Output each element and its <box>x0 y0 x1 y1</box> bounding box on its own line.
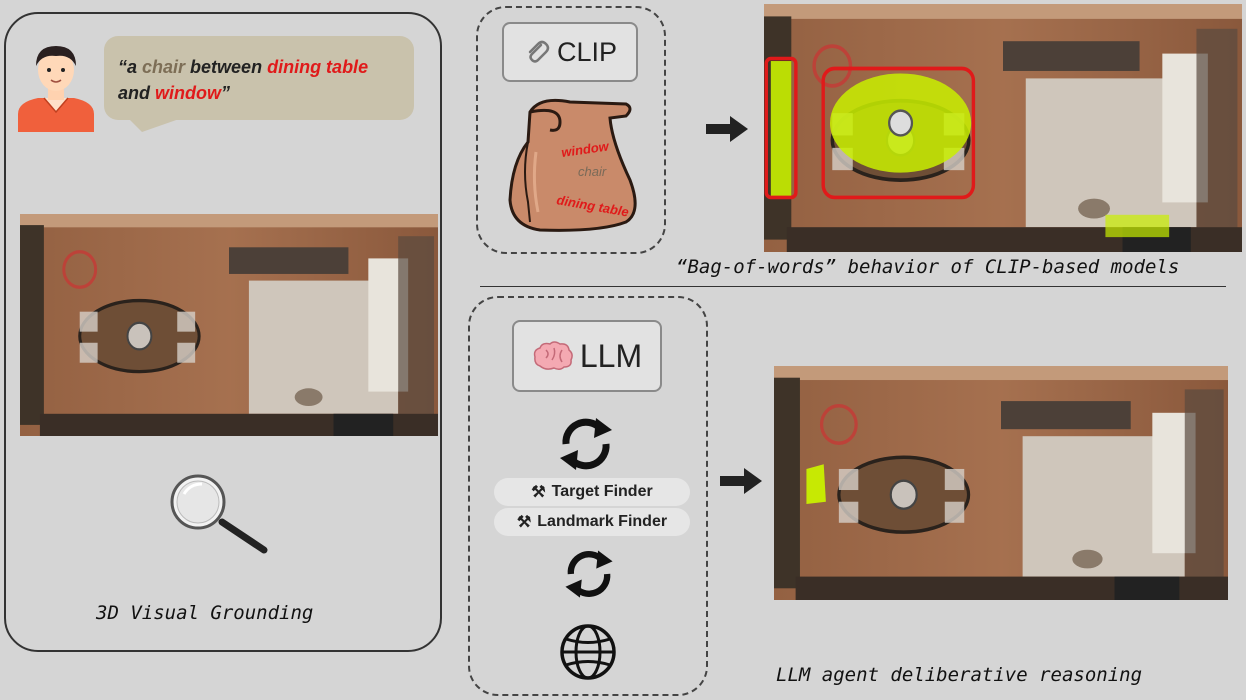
query-landmark-1: dining table <box>267 57 369 77</box>
paper-bag-icon: window chair dining table <box>508 98 637 232</box>
right-arrow-icon <box>706 116 748 142</box>
llm-caption: LLM agent deliberative reasoning <box>776 664 1143 686</box>
llm-label-box: LLM <box>512 320 662 392</box>
query-landmark-2: window <box>155 83 222 103</box>
brain-icon <box>533 341 573 371</box>
clip-caption: “Bag-of-words” behavior of CLIP-based mo… <box>676 256 1180 278</box>
clip-label: CLIP <box>556 36 618 67</box>
scene-clip-result <box>764 4 1242 252</box>
query-target: chair <box>142 57 186 77</box>
bag-word-window: window <box>560 138 610 160</box>
paperclip-icon <box>528 40 550 63</box>
magnifier-icon <box>170 474 268 554</box>
person-avatar-icon <box>18 46 94 132</box>
hammer-wrench-icon: ⚒ <box>531 484 546 501</box>
clip-panel <box>476 6 666 254</box>
scene-pointcloud-input <box>20 214 438 436</box>
hammer-wrench-icon: ⚒ <box>516 514 532 531</box>
highlight-box-window <box>764 56 798 200</box>
llm-label: LLM <box>579 337 643 374</box>
query-bubble <box>104 36 414 120</box>
right-arrow-icon <box>720 468 762 494</box>
cycle-arrows-icon <box>565 550 613 598</box>
clip-label-box: CLIP <box>502 22 638 82</box>
bag-word-chair: chair <box>578 164 607 179</box>
tool-target-finder: ⚒ Target Finder <box>494 478 690 506</box>
tool-landmark-finder: ⚒ Landmark Finder <box>494 508 690 536</box>
scene-llm-result <box>774 366 1228 600</box>
input-panel <box>4 12 442 652</box>
left-caption: 3D Visual Grounding <box>96 602 314 624</box>
cycle-arrows-icon <box>560 418 612 470</box>
highlight-box-table <box>821 66 976 200</box>
query-text: “a chair between dining table and window… <box>118 57 369 103</box>
divider-line <box>480 286 1226 287</box>
llm-panel <box>468 296 708 696</box>
bubble-tail <box>128 118 182 132</box>
globe-icon <box>560 624 616 680</box>
